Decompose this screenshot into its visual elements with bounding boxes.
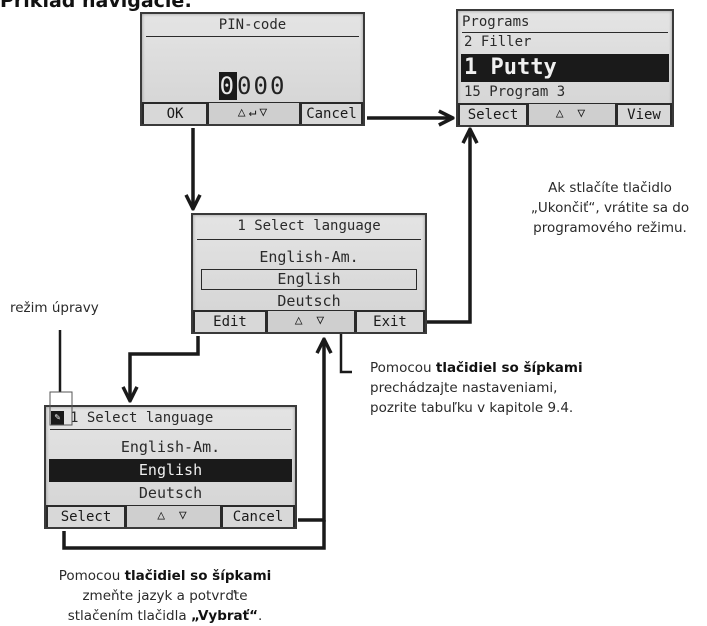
edit-language-screen: ✎ 1 Select language English-Am. English … [44, 405, 297, 529]
note-text: stlačením tlačidla [67, 608, 191, 624]
edit-mode-label: režim úpravy [10, 300, 99, 316]
selected-language[interactable]: English [49, 459, 292, 482]
edit-icon: ✎ [51, 411, 64, 425]
select-note: Pomocou tlačidiel so šípkami zmeňte jazy… [40, 566, 290, 626]
list-item[interactable]: English-Am. [120, 438, 221, 456]
selected-language[interactable]: English [201, 269, 417, 290]
note-line: zmeňte jazyk a potvrďte [82, 588, 248, 604]
divider [50, 429, 291, 430]
arrow-keys[interactable]: △ ▽ [126, 505, 221, 527]
page-title: Príklad navigácie: [0, 0, 192, 12]
note-text: Pomocou [58, 568, 125, 584]
exit-note-line: programového režimu. [533, 220, 687, 236]
select-button[interactable]: Select [46, 505, 126, 527]
edit-mode-box [49, 391, 73, 426]
divider [146, 36, 359, 37]
select-button[interactable]: Select [458, 103, 528, 125]
pin-cursor-digit: 0 [218, 72, 238, 100]
language-screen: 1 Select language English-Am. English De… [191, 213, 427, 334]
nav-note-pointer [339, 334, 352, 374]
programs-screen: Programs 2 Filler 1 Putty 15 Program 3 S… [456, 9, 674, 127]
arrow-keys[interactable]: △ ▽ [267, 310, 355, 332]
edit-screen-title: 1 Select language [70, 410, 214, 426]
note-line: prechádzajte nastaveniami, [370, 380, 558, 396]
programs-screen-title: Programs [462, 14, 530, 30]
list-item[interactable]: English-Am. [259, 248, 359, 266]
note-bold: tlačidiel so šípkami [124, 568, 272, 584]
view-button[interactable]: View [616, 103, 672, 125]
note-bold: tlačidiel so šípkami [435, 360, 583, 376]
pin-screen: PIN-code 0000 OK △↵▽ Cancel [140, 12, 365, 126]
cancel-button[interactable]: Cancel [300, 102, 363, 124]
cancel-button[interactable]: Cancel [221, 505, 295, 527]
divider [197, 239, 421, 240]
arrow-keys[interactable]: △ ▽ [528, 103, 616, 125]
exit-note-line: „Ukončiť“, vrátite sa do [530, 200, 690, 216]
list-item[interactable]: 15 Program 3 [464, 84, 566, 100]
note-text: . [257, 608, 263, 624]
arrow-enter-keys[interactable]: △↵▽ [208, 102, 300, 124]
arrow-cancel-back [298, 340, 324, 522]
arrow-edit-to-edit-screen [130, 336, 200, 400]
list-item[interactable]: Deutsch [138, 484, 203, 502]
pin-digits: 000 [237, 72, 287, 100]
edit-button[interactable]: Edit [193, 310, 267, 332]
divider [462, 32, 668, 33]
exit-note-line: Ak stlačíte tlačidlo [548, 180, 672, 196]
arrows-note: Pomocou tlačidiel so šípkami prechádzajt… [370, 358, 583, 418]
note-bold: „Vybrať“ [190, 608, 258, 624]
arrow-select-back [62, 520, 326, 550]
ok-button[interactable]: OK [142, 102, 208, 124]
arrow-exit-to-programs [427, 130, 470, 324]
pin-screen-title: PIN-code [218, 17, 287, 33]
pin-code-field[interactable]: 0000 [142, 72, 363, 100]
note-line: pozrite tabuľku v kapitole 9.4. [370, 400, 574, 416]
language-screen-title: 1 Select language [237, 218, 381, 234]
exit-button[interactable]: Exit [355, 310, 425, 332]
note-text: Pomocou [370, 360, 436, 376]
list-item[interactable]: 2 Filler [464, 34, 532, 50]
exit-note: Ak stlačíte tlačidlo „Ukončiť“, vrátite … [500, 178, 707, 238]
selected-program[interactable]: 1 Putty [461, 54, 669, 82]
list-item[interactable]: Deutsch [277, 292, 341, 310]
